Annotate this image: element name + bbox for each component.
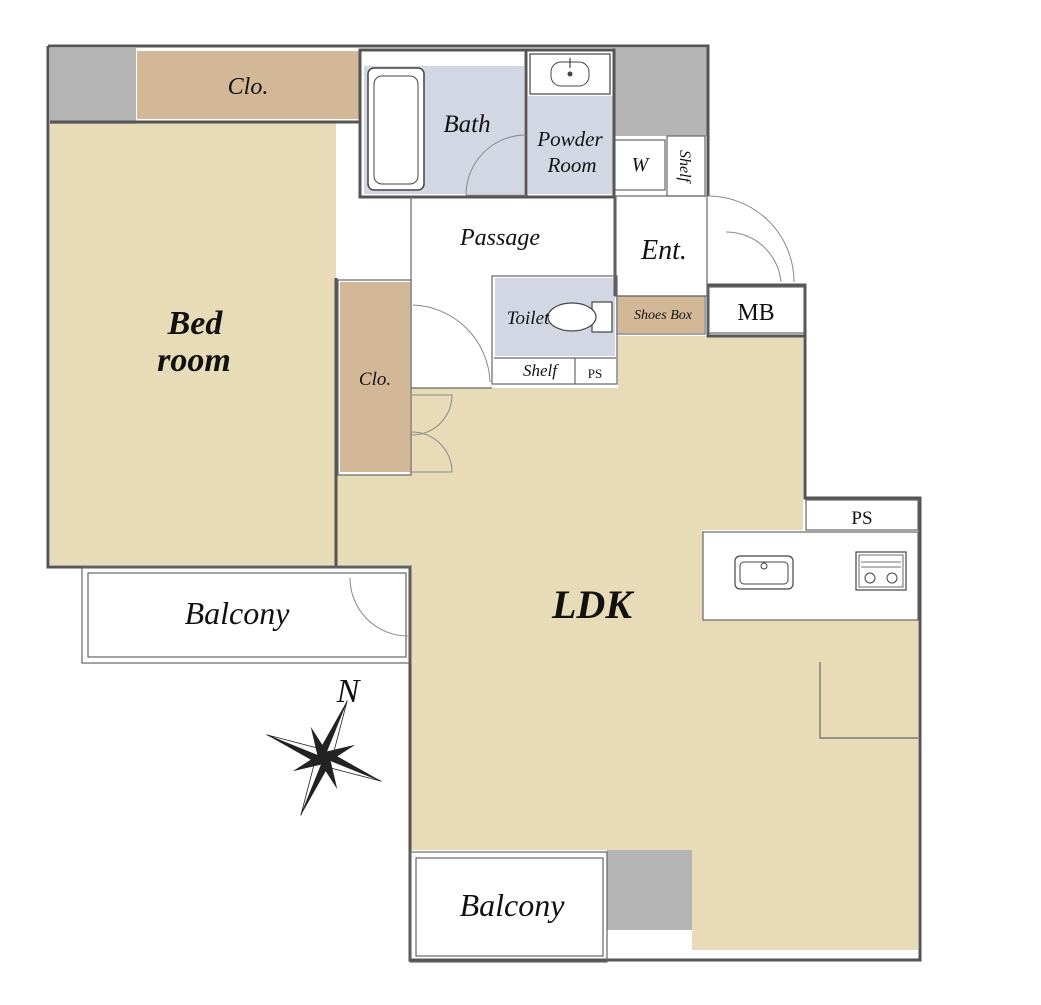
label-passage: Passage: [459, 225, 540, 251]
kitchen-ps-outline: [805, 499, 919, 531]
label-closet-middle: Clo.: [359, 369, 391, 390]
label-toilet-shelf: Shelf: [523, 361, 559, 380]
label-entrance: Ent.: [640, 235, 687, 266]
washer-box: [614, 139, 666, 191]
kitchen-counter-outline: [702, 531, 919, 621]
label-shoes-box: Shoes Box: [634, 308, 693, 323]
kitchen-sink-icon: [734, 555, 794, 590]
label-balcony-west: Balcony: [185, 595, 291, 631]
label-shelf-vertical: Shelf: [676, 150, 693, 185]
balcony-door-swing: [349, 577, 409, 637]
label-toilet: Toilet: [507, 308, 550, 329]
gas-stove-icon: [855, 551, 907, 591]
closet-middle-floor: [340, 282, 410, 472]
label-compass-north: N: [336, 673, 362, 710]
label-closet-top: Clo.: [228, 74, 269, 100]
label-kitchen-ps: PS: [851, 508, 872, 529]
bath-door-swing: [465, 134, 527, 196]
bath-block-wall: [358, 48, 616, 199]
balcony-south-outline: [409, 851, 608, 963]
label-ldk: LDK: [551, 582, 634, 627]
pillar-south: [607, 850, 692, 930]
label-powder-line1: Powder: [536, 127, 603, 151]
doors: [349, 134, 795, 637]
bedroom-floor: [50, 123, 336, 565]
label-toilet-ps: PS: [588, 366, 602, 381]
pillar-ne: [613, 48, 707, 136]
ldk-floor: [336, 336, 918, 950]
walls: [46, 44, 922, 963]
passage-door-swing: [412, 304, 491, 383]
closet-door-swing-bottom: [411, 431, 453, 473]
label-balcony-south: Balcony: [460, 887, 566, 923]
floor-fills: [50, 48, 918, 950]
balcony-west-inner: [87, 572, 407, 658]
bathtub-icon: [367, 67, 425, 191]
toilet-icon: [547, 301, 613, 333]
compass-rose-icon: [266, 700, 382, 816]
closet-top-floor: [137, 51, 359, 119]
mb-outline: [707, 286, 805, 334]
washbasin-icon: [529, 53, 611, 95]
label-bedroom-line2: room: [157, 342, 231, 379]
shoes-box-floor: [618, 296, 704, 333]
powder-room-floor: [528, 96, 613, 194]
kitchen-partition: [819, 662, 918, 739]
labels: Clo. Bath Powder Room W Shelf Passage En…: [157, 74, 872, 923]
entrance-outline: [614, 195, 708, 297]
closet-door-swing-top: [411, 394, 453, 436]
label-washer: W: [632, 154, 651, 176]
label-bath: Bath: [443, 111, 490, 138]
label-mb: MB: [737, 300, 774, 326]
balcony-south-inner: [415, 857, 604, 957]
label-bedroom-line1: Bed: [167, 305, 224, 342]
pillar-nw: [50, 48, 136, 124]
balcony-west-outline: [81, 566, 411, 664]
label-powder-line2: Room: [547, 153, 597, 177]
entrance-door-swing: [707, 195, 795, 283]
